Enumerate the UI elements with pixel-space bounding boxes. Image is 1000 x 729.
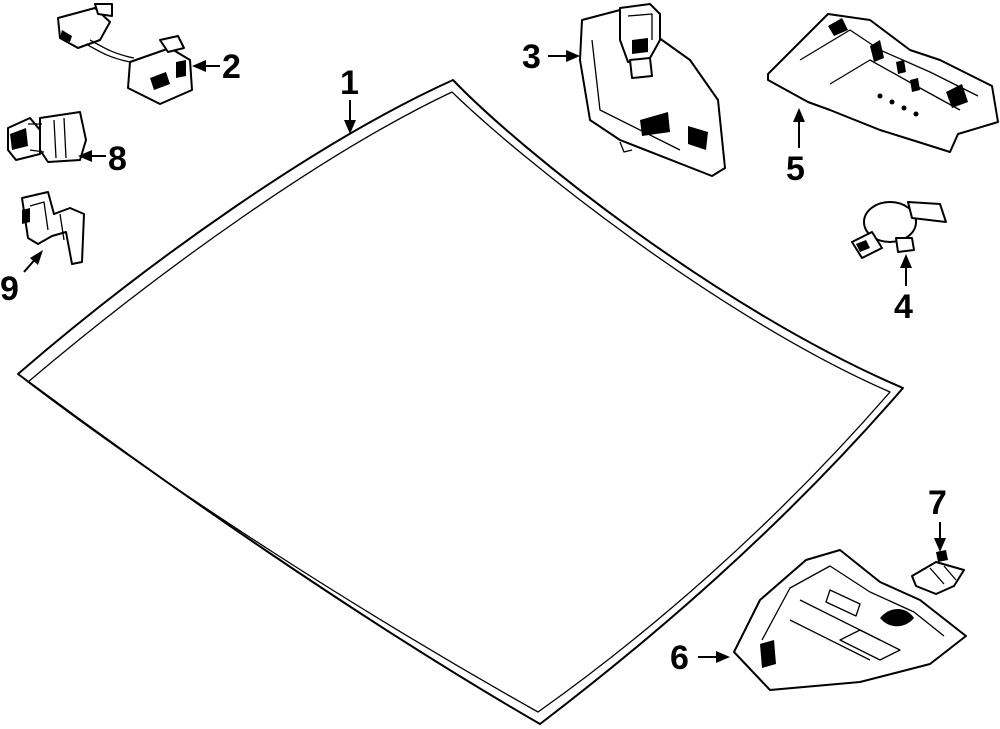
callout-8-arrow xyxy=(78,150,106,162)
callout-2-label: 2 xyxy=(222,48,241,86)
bracket xyxy=(21,191,85,265)
camera xyxy=(7,111,87,163)
rain-sensor xyxy=(851,201,947,259)
callout-4-label: 4 xyxy=(894,288,913,326)
sensor-cover xyxy=(733,549,967,691)
connector-harness xyxy=(57,3,193,105)
callout-9-arrow xyxy=(23,250,43,273)
callout-6-arrow xyxy=(698,651,730,663)
callout-9-label: 9 xyxy=(0,270,19,308)
callout-1-label: 1 xyxy=(340,64,359,102)
rearview-mirror xyxy=(579,3,726,177)
callout-8-label: 8 xyxy=(108,140,127,178)
callout-5-label: 5 xyxy=(786,150,805,188)
callout-6-label: 6 xyxy=(670,639,689,677)
callout-2-arrow xyxy=(192,60,220,72)
callout-5-arrow xyxy=(793,108,805,148)
windshield-glass xyxy=(17,79,904,725)
callout-1-arrow xyxy=(344,100,356,134)
callout-3-label: 3 xyxy=(522,38,541,76)
callout-3-arrow xyxy=(548,50,580,62)
callout-7-label: 7 xyxy=(928,484,947,522)
mirror-cover-bracket xyxy=(767,13,999,153)
callout-7-arrow xyxy=(934,522,946,552)
callout-4-arrow xyxy=(900,254,912,286)
clip xyxy=(911,550,965,595)
